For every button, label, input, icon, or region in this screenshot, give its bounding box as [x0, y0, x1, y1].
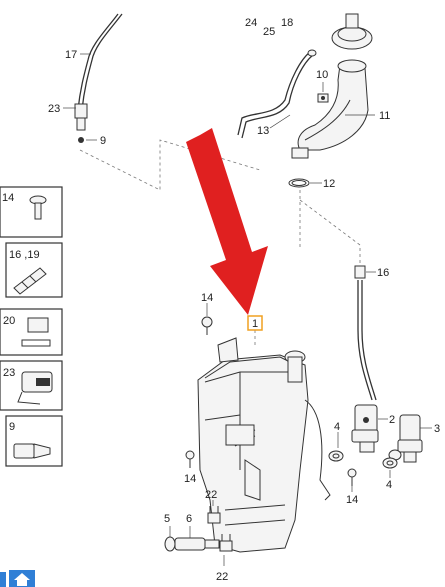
home-icon [14, 573, 30, 586]
legend-label-14: 14 [2, 192, 14, 204]
callout-11: 11 [379, 110, 390, 122]
dashed-guide-lines [79, 139, 361, 345]
callout-13: 13 [257, 125, 269, 137]
callout-24: 24 [245, 17, 257, 29]
callout-18: 18 [281, 17, 293, 29]
washer-pump-part-3[interactable] [388, 414, 423, 463]
callout-12: 12 [323, 178, 335, 190]
legend-label-20: 20 [3, 315, 15, 327]
callout-labels: 17 23 9 24 25 18 10 11 13 12 16 14 1 2 3… [48, 17, 440, 583]
callout-14-upper: 14 [201, 292, 213, 304]
tube-part-16[interactable] [354, 265, 377, 401]
legend-box-23[interactable]: 23 [0, 360, 63, 411]
legend-box-16-19[interactable]: 16 ,19 [5, 242, 63, 298]
callout-9: 9 [100, 135, 106, 147]
washer-reservoir-part-1[interactable] [197, 337, 331, 553]
red-arrow-icon [186, 128, 268, 315]
callout-17: 17 [65, 49, 77, 61]
legend-box-9[interactable]: 9 [5, 415, 63, 467]
legend-label-23: 23 [3, 367, 15, 379]
callout-22-lower: 22 [216, 571, 228, 583]
nav-button-partial[interactable] [0, 572, 6, 587]
callout-23: 23 [48, 103, 60, 115]
callout-22-upper: 22 [205, 489, 217, 501]
legend-box-14[interactable]: 14 [0, 186, 63, 238]
clamp-part-10[interactable] [317, 93, 329, 103]
callout-16: 16 [377, 267, 389, 279]
screw-part-14-right[interactable] [347, 468, 357, 486]
washer-pump-part-2[interactable] [351, 404, 379, 453]
callout-10: 10 [316, 69, 328, 81]
grommet-part-4-left[interactable] [328, 450, 344, 462]
seal-part-5[interactable] [164, 536, 176, 552]
grommet-part-4-right[interactable] [382, 457, 398, 469]
clip-part-22-lower[interactable] [219, 534, 233, 552]
plug-icon [13, 443, 51, 459]
legend-label-9: 9 [9, 421, 15, 433]
connector-icon [13, 267, 47, 295]
filler-neck-part-11[interactable] [291, 59, 369, 159]
callout-5: 5 [164, 513, 170, 525]
callout-4-left: 4 [334, 421, 340, 433]
hose-part-17[interactable] [74, 13, 123, 143]
legend-box-20[interactable]: 20 [0, 308, 63, 356]
callout-4-right: 4 [386, 479, 392, 491]
callout-14-right: 14 [346, 494, 358, 506]
part-1-highlight [247, 315, 263, 331]
level-sensor-part-6[interactable] [174, 537, 220, 551]
legend-label-16-19: 16 ,19 [9, 249, 40, 261]
callout-1: 1 [252, 318, 258, 330]
callout-6: 6 [186, 513, 192, 525]
callout-3: 3 [434, 423, 440, 435]
clip-part-22-upper[interactable] [207, 506, 221, 524]
screw-part-14-left[interactable] [185, 450, 195, 468]
holder-icon [17, 371, 53, 405]
screw-part-14-upper[interactable] [201, 316, 213, 335]
seal-ring-part-12[interactable] [288, 178, 310, 188]
screw-icon [29, 195, 47, 220]
callout-2: 2 [389, 414, 395, 426]
callout-14-left: 14 [184, 473, 196, 485]
clip-icon [21, 317, 51, 347]
hose-part-13[interactable] [237, 49, 317, 139]
home-button[interactable] [9, 570, 35, 587]
filler-cap[interactable] [331, 13, 373, 50]
callout-25: 25 [263, 26, 275, 38]
